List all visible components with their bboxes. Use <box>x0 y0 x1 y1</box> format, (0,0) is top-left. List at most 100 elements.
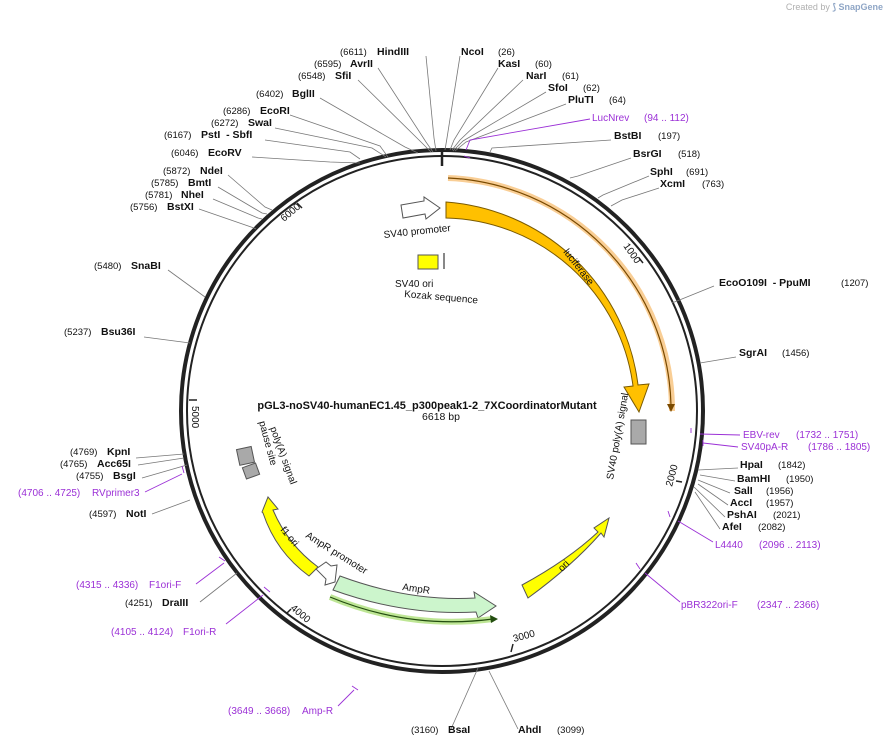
enzyme-name-bsai: BsaI <box>448 724 470 736</box>
primer-range-f1ori-r: (4105 .. 4124) <box>111 627 173 638</box>
enzyme-name-avrii: AvrII <box>350 58 373 70</box>
enzyme-name-xcmi: XcmI <box>660 178 685 190</box>
enzyme-pos-sgrai: (1456) <box>782 348 809 359</box>
ampr-outline-arc-inner <box>329 596 494 623</box>
backbone <box>179 148 705 674</box>
enzyme-pos-sfii: (6548) <box>298 71 325 82</box>
enzyme-pos-draiii: (4251) <box>125 598 152 609</box>
f1-ori-arrow <box>261 496 319 577</box>
enzyme-name-ecori: EcoRI <box>260 105 290 117</box>
enzyme-pos-ecori: (6286) <box>223 106 250 117</box>
enzyme-pos-afei: (2082) <box>758 522 785 533</box>
primer-name-pbr322ori-f: pBR322ori-F <box>681 600 738 611</box>
enzyme-name-kpni: KpnI <box>107 446 130 458</box>
sv40-promoter-label: SV40 promoter <box>383 223 452 241</box>
enzyme-name-hindiii: HindIII <box>377 46 409 58</box>
enzyme-pos-sfoi: (62) <box>583 83 600 94</box>
enzyme-name-bstbi: BstBI <box>614 130 642 142</box>
luciferase-outline-arc-inner <box>447 177 672 406</box>
enzyme-pos-ahdi: (3099) <box>557 725 584 736</box>
snapgene-logo-icon: ⟆ <box>832 2 836 12</box>
snapgene-credit: Created by ⟆ SnapGene <box>786 2 883 13</box>
enzyme-pos-bstbi: (197) <box>658 131 680 142</box>
primer-name-rvprimer3: RVprimer3 <box>92 488 140 499</box>
enzyme-pos-bstxi: (5756) <box>130 202 157 213</box>
primer-name-sv40pa-r: SV40pA-R <box>741 442 788 453</box>
enzyme-pos-bglii: (6402) <box>256 89 283 100</box>
enzyme-name-nari: NarI <box>526 70 547 82</box>
enzyme-pos-sali: (1956) <box>766 486 793 497</box>
primer-leader-lines <box>144 118 741 707</box>
sv40-polya-label: SV40 poly(A) signal <box>605 392 631 480</box>
sv40-ori-box <box>417 254 439 270</box>
enzyme-pos-bsrgi: (518) <box>678 149 700 160</box>
enzyme-pos-pshai: (2021) <box>773 510 800 521</box>
enzyme-pos-bamhi: (1950) <box>786 474 813 485</box>
enzyme-pos-noti: (4597) <box>89 509 116 520</box>
enzyme-leader-lines <box>135 55 739 730</box>
luciferase-arrow <box>445 201 650 414</box>
enzyme-name-pluti: PluTI <box>568 94 594 106</box>
enzyme-pos-avrii: (6595) <box>314 59 341 70</box>
enzyme-name-acc65i: Acc65I <box>97 458 131 470</box>
enzyme-name-nhei: NheI <box>181 189 204 201</box>
primer-name-f1ori-r: F1ori-R <box>183 627 216 638</box>
primer-range-amp-r: (3649 .. 3668) <box>228 706 290 717</box>
enzyme-pos-nhei: (5781) <box>145 190 172 201</box>
primer-range-rvprimer3: (4706 .. 4725) <box>18 488 80 499</box>
tick-label-2000: 2000 <box>664 463 680 488</box>
enzyme-name-sfii: SfiI <box>335 70 351 82</box>
primer-labels: LucNrev (94 .. 112) EBV-rev (1732 .. 175… <box>18 113 870 717</box>
primer-range-pbr322ori-f: (2347 .. 2366) <box>757 600 819 611</box>
ampr-outline-arrowhead <box>490 615 498 623</box>
credit-brand: SnapGene <box>838 2 883 12</box>
ampr-label: AmpR <box>402 582 431 597</box>
enzyme-name-swai: SwaI <box>248 117 272 129</box>
sv40-ori-label: SV40 ori <box>395 279 433 290</box>
tick-label-1000: 1000 <box>621 241 643 266</box>
map-title: pGL3-noSV40-humanEC1.45_p300peak1-2_7XCo… <box>257 400 597 412</box>
ori-arrow <box>521 516 610 599</box>
ampr-promoter-arrow <box>315 561 338 586</box>
enzyme-name-pshai: PshAI <box>727 509 757 521</box>
primer-range-sv40pa-r: (1786 .. 1805) <box>808 442 870 453</box>
enzyme-name-ecoo109i-ppumi: EcoO109I - PpuMI <box>719 277 811 289</box>
enzyme-pos-hpai: (1842) <box>778 460 805 471</box>
enzyme-name-noti: NotI <box>126 508 146 520</box>
enzyme-pos-psti-sbfi: (6167) <box>164 130 191 141</box>
enzyme-name-ecorv: EcoRV <box>208 147 242 159</box>
sv40-polya-box <box>630 419 647 445</box>
enzyme-name-psti-sbfi: PstI - SbfI <box>201 129 252 141</box>
enzyme-name-hpai: HpaI <box>740 459 763 471</box>
polya-signal-box <box>235 445 256 466</box>
enzyme-pos-snabi: (5480) <box>94 261 121 272</box>
enzyme-name-bsgi: BsgI <box>113 470 136 482</box>
primer-range-f1ori-f: (4315 .. 4336) <box>76 580 138 591</box>
enzyme-pos-bsu36i: (5237) <box>64 327 91 338</box>
enzyme-name-ncoi: NcoI <box>461 46 484 58</box>
map-size: 6618 bp <box>422 411 460 423</box>
enzyme-name-ahdi: AhdI <box>518 724 541 736</box>
enzyme-pos-hindiii: (6611) <box>340 47 367 58</box>
enzyme-name-bamhi: BamHI <box>737 473 770 485</box>
enzyme-name-sali: SalI <box>734 485 753 497</box>
enzyme-name-bstxi: BstXI <box>167 201 194 213</box>
primer-name-f1ori-f: F1ori-F <box>149 580 181 591</box>
primer-name-amp-r: Amp-R <box>302 706 333 717</box>
enzyme-name-bmti: BmtI <box>188 177 211 189</box>
enzyme-pos-ndei: (5872) <box>163 166 190 177</box>
kozak-label: Kozak sequence <box>404 289 479 306</box>
enzyme-pos-sphi: (691) <box>686 167 708 178</box>
enzyme-name-afei: AfeI <box>722 521 742 533</box>
enzyme-name-kasi: KasI <box>498 58 520 70</box>
enzyme-pos-ecoo109i-ppumi: (1207) <box>841 278 868 289</box>
enzyme-name-bglii: BglII <box>292 88 315 100</box>
enzyme-pos-pluti: (64) <box>609 95 626 106</box>
primer-range-ebv-rev: (1732 .. 1751) <box>796 430 858 441</box>
tick-label-3000: 3000 <box>512 628 537 644</box>
enzyme-name-acci: AccI <box>730 497 752 509</box>
enzyme-pos-swai: (6272) <box>211 118 238 129</box>
enzyme-labels: (6611) HindIII (6595) AvrII (6548) SfiI … <box>60 46 868 736</box>
enzyme-name-sphi: SphI <box>650 166 673 178</box>
